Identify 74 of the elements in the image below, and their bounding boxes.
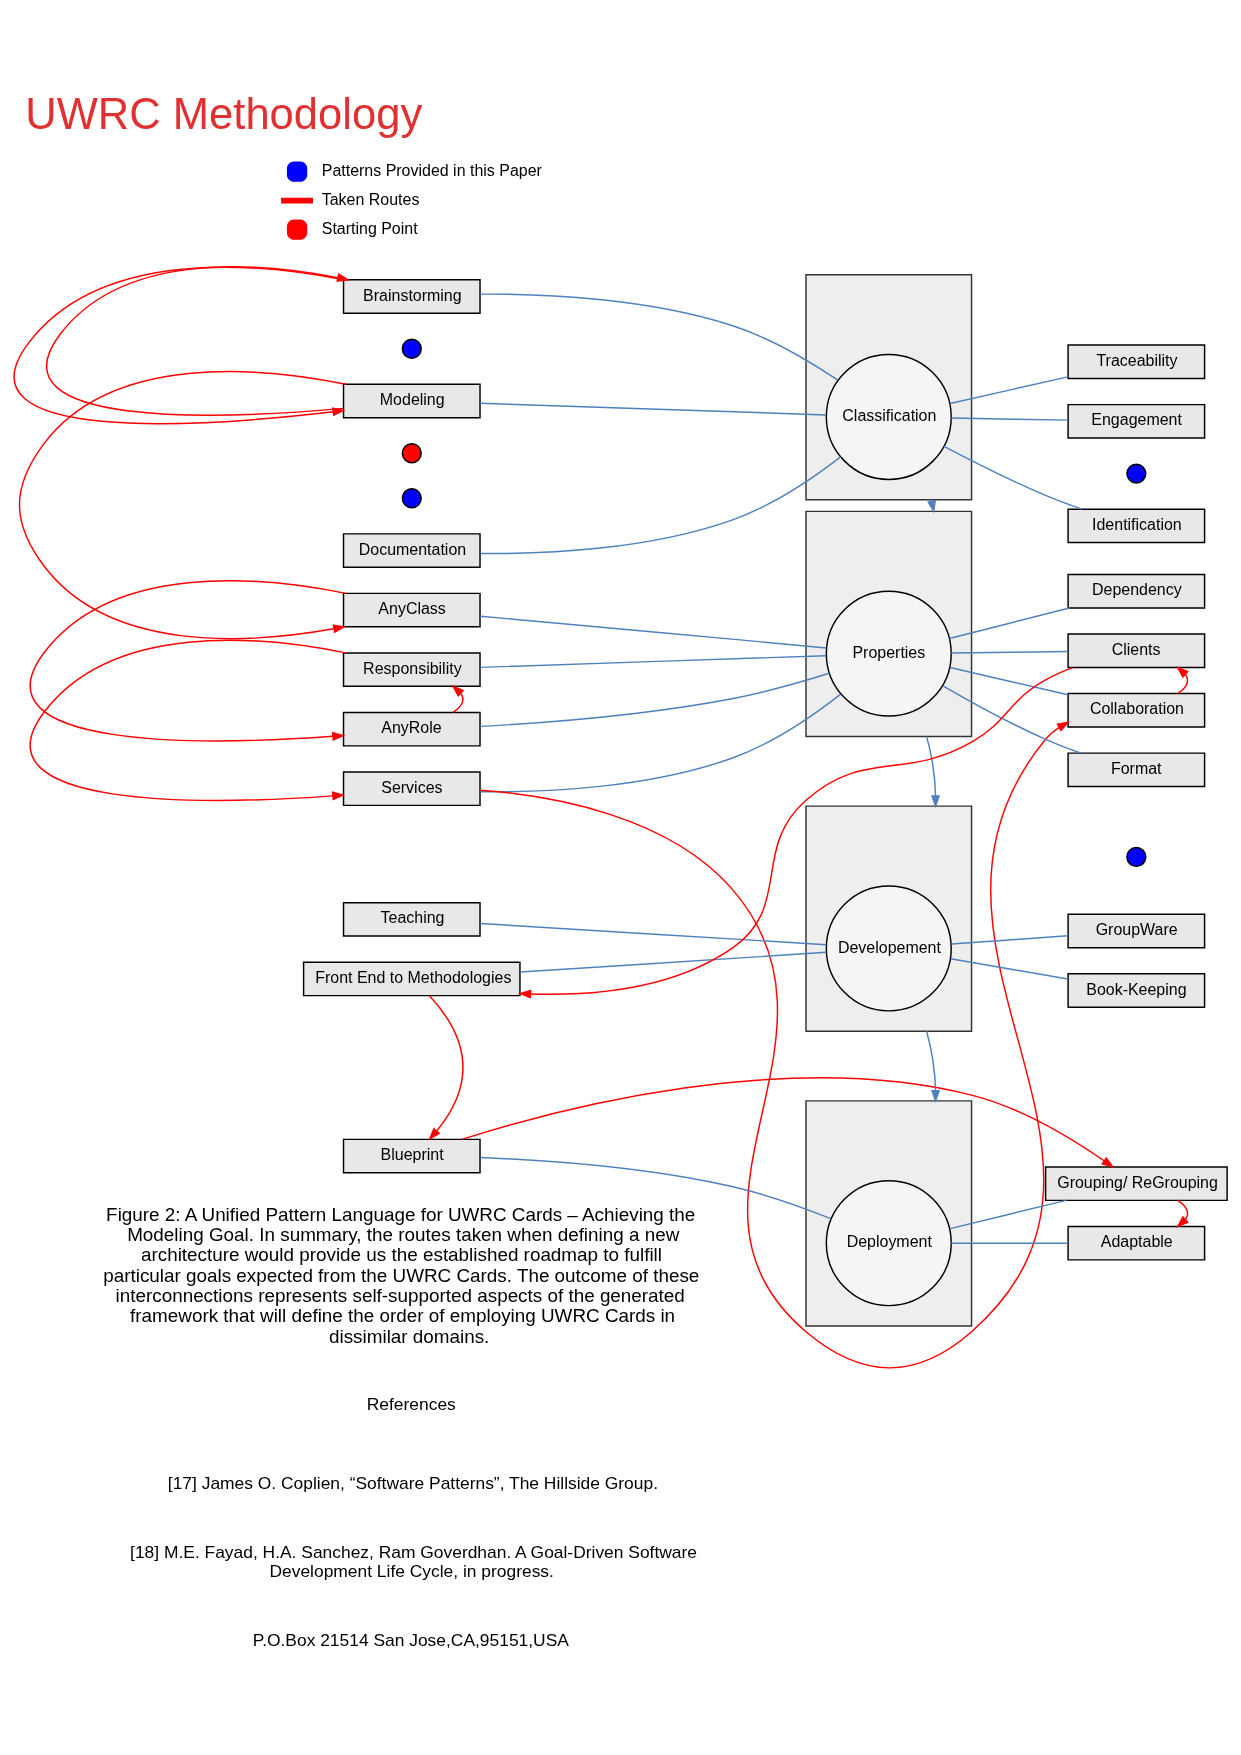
node-circle: [1126, 846, 1147, 867]
node-box: Traceability: [1067, 343, 1206, 379]
connector: [479, 1156, 832, 1219]
connector: [949, 1199, 1067, 1229]
arrow: [1176, 665, 1189, 694]
connector: [948, 606, 1071, 639]
node-circle: [1126, 462, 1147, 484]
connector: [519, 951, 828, 973]
node-box: Services: [342, 770, 481, 806]
node-box: Blueprint: [342, 1138, 481, 1173]
cluster: [805, 804, 973, 1032]
node-circle: Classification: [825, 353, 952, 480]
arrow: [1176, 1199, 1189, 1228]
connector: [950, 934, 1069, 945]
node-box: GroupWare: [1067, 913, 1206, 948]
diagram-title: UWRC Methodology: [25, 89, 423, 138]
node-box: Identification: [1067, 507, 1206, 543]
node-box: AnyRole: [342, 711, 481, 747]
connector: [479, 654, 827, 668]
node-circle: Developement: [825, 884, 952, 1012]
connector: [943, 445, 1083, 510]
arrow: [30, 639, 347, 801]
connector: [479, 614, 828, 649]
node-circle: Deployment: [825, 1179, 952, 1306]
connector: [479, 693, 842, 792]
label: [18] M.E. Fayad, H.A. Sanchez, Ram Goverdhan. A Goal-Driven Software Development Life Cycle, in progress.: [130, 1541, 698, 1581]
node-box: Engagement: [1067, 403, 1206, 439]
node-box: Modeling: [342, 383, 481, 418]
connector: [479, 922, 828, 945]
node-circle: [401, 487, 422, 508]
node-box: Grouping/ ReGrouping: [1044, 1165, 1228, 1201]
node-box: Brainstorming: [342, 278, 481, 314]
arrow: [925, 1029, 941, 1103]
caption: Figure 2: A Unified Pattern Language for UWRC Cards – Achieving the Modeling Goal. In summary, the routes taken when defining a new architecture would provide us the established roadmap to fulfill particular goals expected from the UWRC Cards. The outcome of these interconnections represents self-supported aspects of the generated framework that will define the order of employing UWRC Cards in dissimilar domains.: [103, 1203, 700, 1347]
connector: [479, 672, 831, 727]
arrow: [30, 579, 347, 741]
legend-label: Taken Routes: [321, 190, 420, 208]
connector: [479, 402, 827, 416]
label: References: [366, 1393, 456, 1414]
node-circle: [401, 442, 422, 463]
arrow: [479, 720, 1070, 1369]
node-box: AnyClass: [342, 592, 481, 627]
node-box: Clients: [1067, 632, 1206, 668]
node-box: Collaboration: [1067, 692, 1206, 728]
legend-label: Patterns Provided in this Paper: [321, 161, 542, 179]
connector: [950, 1241, 1069, 1244]
connector: [949, 375, 1069, 404]
arrow: [518, 666, 1074, 999]
cluster: [805, 1099, 973, 1327]
node-box: Adaptable: [1067, 1225, 1206, 1261]
connector: [479, 455, 841, 554]
node-box: Responsibility: [342, 651, 481, 687]
connector: [950, 416, 1069, 421]
label: [17] James O. Coplien, “Software Patterns”, The Hillside Group.: [167, 1472, 658, 1493]
arrow: [925, 735, 941, 808]
connector: [949, 666, 1069, 695]
connector: [942, 684, 1082, 754]
arrow: [451, 684, 465, 713]
node-circle: Properties: [825, 590, 952, 717]
arrow: [428, 994, 464, 1140]
label: P.O.Box 21514 San Jose,CA,95151,USA: [252, 1629, 569, 1650]
node-box: Teaching: [342, 901, 481, 937]
arrow: [461, 1076, 1115, 1168]
connector: [950, 650, 1069, 654]
connector: [479, 292, 839, 381]
node-box: Documentation: [342, 532, 481, 568]
node-box: Dependency: [1067, 573, 1206, 609]
cluster: [805, 510, 973, 737]
connector: [949, 957, 1069, 980]
node-box: Front End to Methodologies: [302, 961, 521, 996]
legend-label: Starting Point: [321, 219, 418, 237]
node-box: Format: [1067, 751, 1206, 787]
node-circle: [401, 338, 422, 359]
node-box: Book-Keeping: [1067, 972, 1206, 1008]
